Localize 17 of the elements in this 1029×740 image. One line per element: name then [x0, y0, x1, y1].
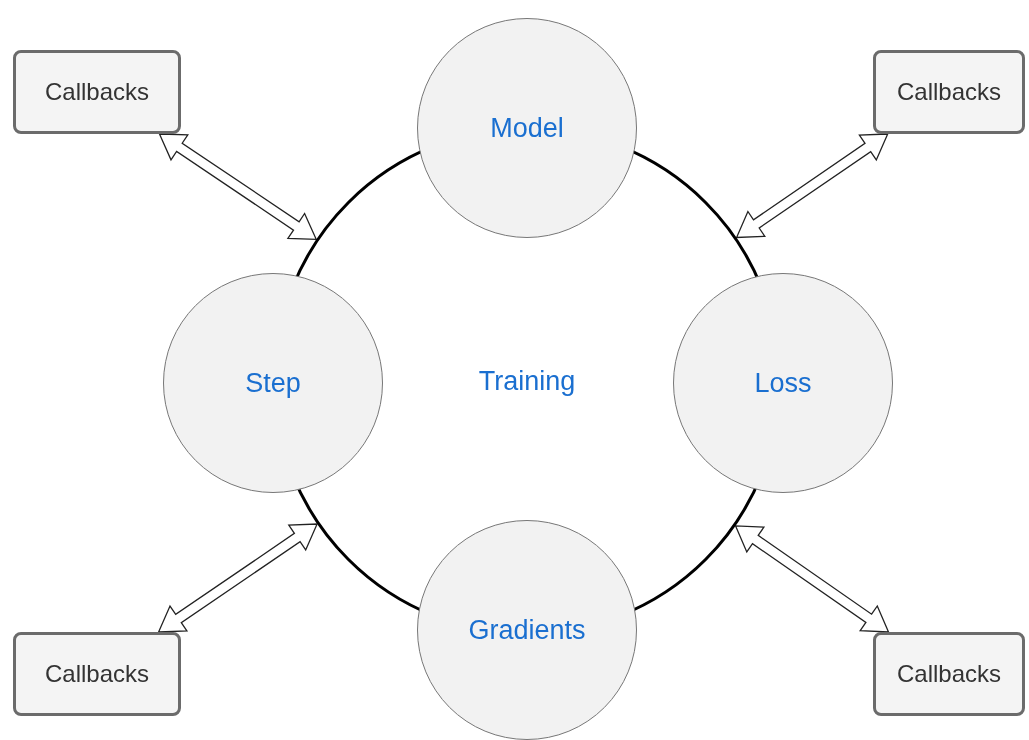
node-label: Step	[245, 366, 301, 400]
node-label: Callbacks	[44, 77, 149, 107]
node-label: Training	[478, 364, 576, 398]
node-label: Callbacks	[896, 77, 1001, 107]
callbacks-box	[873, 632, 1025, 716]
callbacks-box	[873, 50, 1025, 134]
node-label: Gradients	[468, 613, 586, 647]
node-label: Model	[490, 111, 564, 145]
callbacks-box	[13, 632, 181, 716]
double-arrow	[158, 133, 318, 240]
node-label: Callbacks	[896, 659, 1001, 689]
callbacks-box	[13, 50, 181, 134]
double-arrow	[734, 525, 890, 633]
double-arrow	[735, 133, 889, 239]
node-label: Loss	[754, 366, 812, 400]
node-label: Callbacks	[44, 659, 149, 689]
double-arrow	[157, 523, 319, 633]
